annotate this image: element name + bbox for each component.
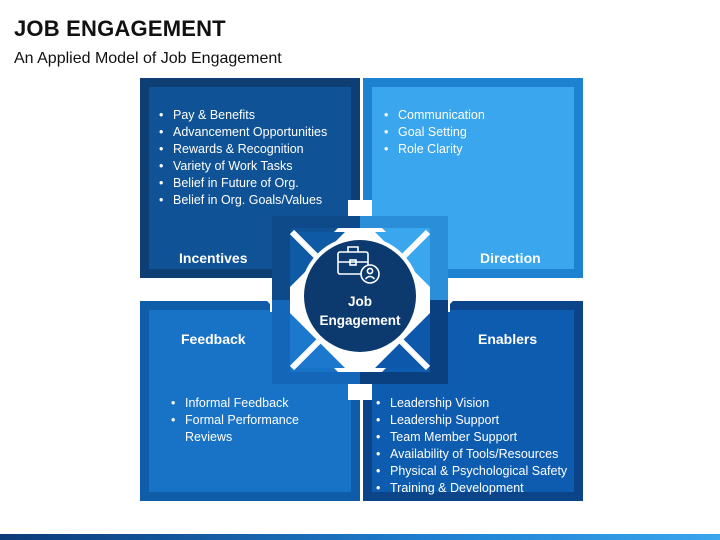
list-item: Training & Development — [376, 480, 576, 497]
incentives-label: Incentives — [179, 250, 248, 266]
list-item: Leadership Vision — [376, 395, 576, 412]
core-label-line2: Engagement — [319, 313, 401, 328]
arrow-bottom-right — [360, 300, 448, 384]
core-label: Job Engagement — [310, 292, 410, 330]
core-circle — [304, 240, 416, 352]
quadrant-incentives: Pay & Benefits Advancement Opportunities… — [140, 78, 360, 278]
page-title: JOB ENGAGEMENT — [14, 16, 226, 41]
list-item: Communication — [384, 107, 574, 124]
list-item: Role Clarity — [384, 141, 574, 158]
footer-accent-bar — [0, 534, 720, 540]
incentives-list: Pay & Benefits Advancement Opportunities… — [159, 107, 349, 209]
list-item: Pay & Benefits — [159, 107, 349, 124]
arrow-bottom-left — [272, 300, 360, 384]
list-item: Leadership Support — [376, 412, 576, 429]
quadrant-direction: Communication Goal Setting Role Clarity … — [363, 78, 583, 278]
quadrant-incentives-panel: Pay & Benefits Advancement Opportunities… — [149, 87, 351, 269]
list-item: Variety of Work Tasks — [159, 158, 349, 175]
list-item: Physical & Psychological Safety — [376, 463, 576, 480]
enablers-list: Leadership Vision Leadership Support Tea… — [376, 395, 576, 497]
feedback-list: Informal Feedback Formal Performance Rev… — [171, 395, 331, 446]
list-item: Belief in Future of Org. — [159, 175, 349, 192]
list-item: Belief in Org. Goals/Values — [159, 192, 349, 209]
quadrant-enablers: Enablers Leadership Vision Leadership Su… — [363, 301, 583, 501]
page-subtitle: An Applied Model of Job Engagement — [14, 50, 282, 67]
list-item: Formal Performance Reviews — [171, 412, 331, 446]
direction-label: Direction — [480, 250, 541, 266]
list-item: Goal Setting — [384, 124, 574, 141]
list-item: Rewards & Recognition — [159, 141, 349, 158]
list-item: Advancement Opportunities — [159, 124, 349, 141]
core-label-line1: Job — [347, 294, 372, 309]
briefcase-user-icon — [337, 246, 380, 284]
list-item: Team Member Support — [376, 429, 576, 446]
list-item: Informal Feedback — [171, 395, 331, 412]
enablers-label: Enablers — [478, 331, 538, 347]
feedback-label: Feedback — [181, 331, 246, 347]
list-item: Availability of Tools/Resources — [376, 446, 576, 463]
direction-list: Communication Goal Setting Role Clarity — [384, 107, 574, 158]
